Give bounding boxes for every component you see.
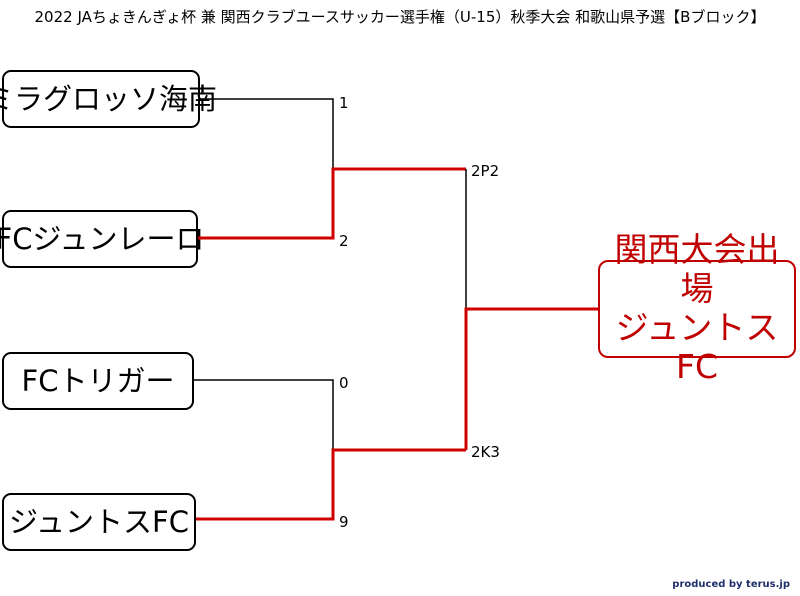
score-fc-trigger: 0 bbox=[339, 374, 349, 392]
score-miraglosso: 1 bbox=[339, 94, 349, 112]
bracket-line-juntos-fc bbox=[196, 448, 466, 521]
bracket-line-final-winner bbox=[464, 307, 598, 450]
result-team-name: ジュントスFC bbox=[615, 308, 779, 386]
page-title: 2022 JAちょきんぎょ杯 兼 関西クラブユースサッカー選手権（U-15）秋季… bbox=[34, 8, 766, 26]
semi-result-top: 2P2 bbox=[471, 162, 500, 180]
bracket-line-fc-junrero bbox=[198, 167, 466, 240]
score-fc-junrero: 2 bbox=[339, 232, 349, 250]
team-box-fc-trigger: FCトリガー bbox=[2, 352, 194, 410]
team-box-juntos-fc: ジュントスFC bbox=[2, 493, 196, 551]
bracket-line-fc-trigger bbox=[194, 379, 334, 450]
credit-text: produced by terus.jp bbox=[672, 579, 790, 590]
team-box-miraglosso: ミラグロッソ海南 bbox=[0, 70, 217, 128]
team-box-fc-junrero: FCジュンレーロ bbox=[0, 210, 204, 268]
final-result-box: 関西大会出場 ジュントスFC bbox=[598, 230, 796, 386]
bracket-line-miraglosso bbox=[200, 98, 334, 169]
score-juntos-fc: 9 bbox=[339, 513, 349, 531]
semi-result-bottom: 2K3 bbox=[471, 443, 500, 461]
result-qualifier-label: 関西大会出場 bbox=[614, 230, 780, 309]
